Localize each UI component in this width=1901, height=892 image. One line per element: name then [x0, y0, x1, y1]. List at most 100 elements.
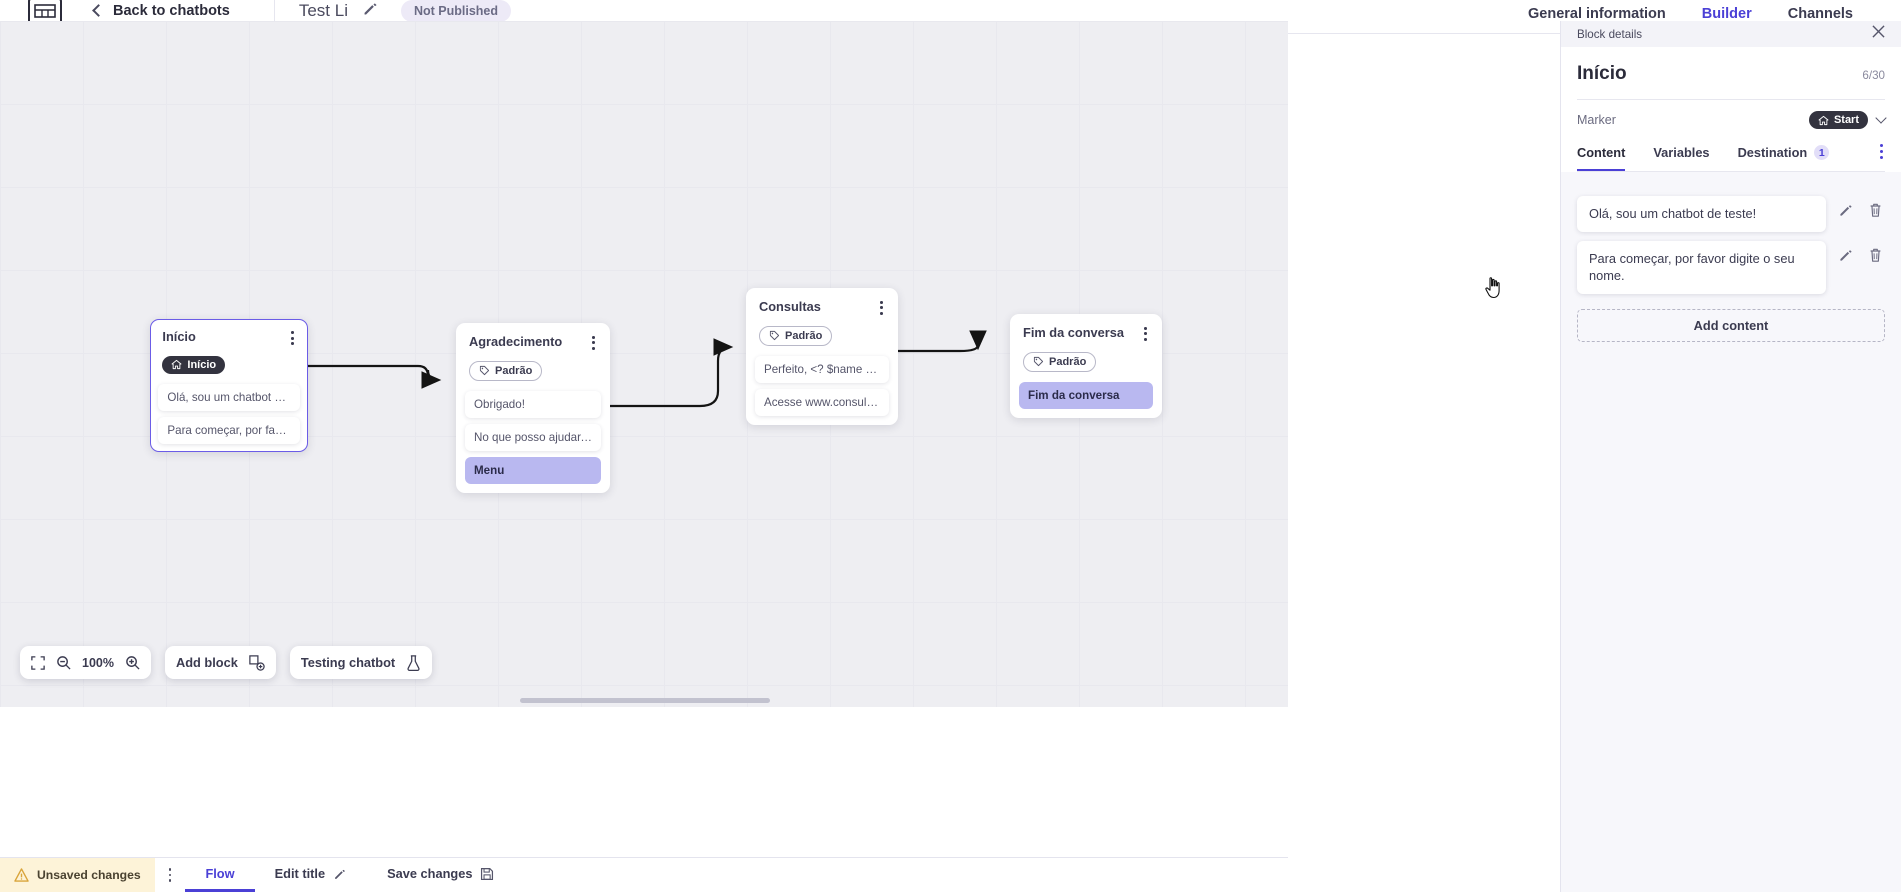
marker-label: Marker: [1577, 113, 1616, 127]
node-menu-icon[interactable]: [1141, 325, 1150, 343]
delete-content-trash-icon[interactable]: [1866, 241, 1885, 269]
node-marker-badge: Padrão: [469, 360, 543, 381]
content-item: Para começar, por favor digite o seu nom…: [1577, 241, 1885, 295]
marker-value-badge[interactable]: Start: [1808, 111, 1868, 129]
home-icon: [171, 360, 182, 370]
edit-title-pencil-icon[interactable]: [362, 0, 379, 22]
node-message[interactable]: Olá, sou um chatbot de teste!: [158, 383, 300, 411]
tab-destination-label: Destination: [1737, 145, 1808, 160]
flow-node-consultas[interactable]: Consultas Padrão Perfeito, <? $name ?>! …: [746, 288, 898, 425]
add-block-label: Add block: [175, 655, 238, 670]
bottom-more-icon[interactable]: [155, 858, 186, 892]
unsaved-changes-indicator: Unsaved changes: [0, 858, 155, 892]
status-badge: Not Published: [400, 0, 512, 22]
bottom-bar: Unsaved changes Flow Edit title Save cha…: [0, 857, 1288, 892]
block-details-panel: Block details Início 6/30 Marker Start: [1560, 21, 1901, 892]
node-message[interactable]: Obrigado!: [465, 390, 601, 418]
node-marker-label: Padrão: [1049, 355, 1087, 368]
node-message[interactable]: Fim da conversa: [1019, 381, 1153, 409]
horizontal-scrollbar[interactable]: [520, 698, 770, 703]
tab-content-label: Content: [1577, 145, 1626, 160]
node-header: Início: [158, 328, 299, 347]
tab-variables[interactable]: Variables: [1653, 141, 1709, 171]
mouse-cursor: [1484, 276, 1504, 305]
node-header: Fim da conversa: [1019, 324, 1153, 343]
node-title: Agradecimento: [469, 334, 563, 349]
delete-content-trash-icon[interactable]: [1866, 196, 1885, 224]
flow-canvas[interactable]: Início Início Olá, sou um chatbot de tes…: [0, 21, 1288, 707]
unsaved-changes-label: Unsaved changes: [37, 868, 141, 882]
node-header: Agradecimento: [465, 333, 601, 352]
node-marker-label: Padrão: [785, 329, 823, 342]
node-menu-icon[interactable]: [589, 334, 598, 352]
marker-control[interactable]: Start: [1808, 111, 1887, 129]
flask-icon[interactable]: [406, 654, 421, 671]
pencil-icon: [335, 869, 345, 879]
chevron-left-icon: [92, 4, 105, 17]
bottom-tab-flow[interactable]: Flow: [185, 858, 255, 892]
node-message[interactable]: No que posso ajudar, <? $name ...: [465, 423, 601, 451]
tag-icon: [479, 366, 490, 376]
app-logo-icon[interactable]: [28, 0, 62, 24]
zoom-level: 100%: [82, 655, 114, 670]
tab-destination[interactable]: Destination 1: [1738, 141, 1830, 171]
tab-general-information[interactable]: General information: [1528, 5, 1666, 22]
back-to-chatbots-button[interactable]: Back to chatbots: [92, 2, 230, 19]
close-icon[interactable]: [1872, 25, 1885, 43]
node-header: Consultas: [755, 298, 889, 317]
flow-node-fim-da-conversa[interactable]: Fim da conversa Padrão Fim da conversa: [1010, 314, 1162, 418]
divider: [273, 0, 275, 34]
tab-content[interactable]: Content: [1577, 141, 1626, 171]
content-text[interactable]: Olá, sou um chatbot de teste!: [1577, 196, 1826, 233]
block-counter: 6/30: [1862, 69, 1885, 82]
panel-tabs-more-icon[interactable]: [1878, 144, 1885, 168]
add-content-button[interactable]: Add content: [1577, 309, 1885, 343]
node-message[interactable]: Acesse www.consultas.com par...: [755, 388, 889, 416]
flow-node-agradecimento[interactable]: Agradecimento Padrão Obrigado! No que po…: [456, 323, 610, 493]
bottom-tab-flow-label: Flow: [205, 866, 235, 881]
tag-icon: [769, 331, 780, 341]
content-list: Olá, sou um chatbot de teste! Para começ…: [1561, 172, 1901, 295]
flow-edges: [308, 330, 987, 408]
node-message[interactable]: Para começar, por favor digite o ...: [158, 416, 300, 444]
zoom-out-icon[interactable]: [56, 655, 71, 670]
add-block-icon[interactable]: [249, 654, 265, 671]
node-title: Fim da conversa: [1023, 325, 1124, 340]
add-block-button[interactable]: Add block: [164, 646, 276, 679]
content-text[interactable]: Para começar, por favor digite o seu nom…: [1577, 241, 1826, 295]
fit-screen-icon[interactable]: [31, 655, 45, 670]
edit-content-pencil-icon[interactable]: [1836, 196, 1856, 224]
node-marker-badge: Padrão: [759, 325, 833, 346]
node-menu-icon[interactable]: [288, 329, 297, 347]
marker-row: Marker Start: [1577, 100, 1887, 141]
chevron-down-icon[interactable]: [1875, 112, 1887, 124]
node-marker-badge: Padrão: [1023, 351, 1097, 372]
bottom-tab-edit-title[interactable]: Edit title: [255, 858, 367, 892]
testing-chatbot-label: Testing chatbot: [300, 655, 396, 670]
marker-value-label: Start: [1833, 114, 1859, 126]
node-message-menu[interactable]: Menu: [465, 456, 601, 484]
back-to-chatbots-label: Back to chatbots: [113, 2, 230, 19]
zoom-in-icon[interactable]: [125, 655, 140, 670]
zoom-controls: 100%: [20, 646, 151, 679]
testing-chatbot-button[interactable]: Testing chatbot: [289, 646, 433, 679]
node-title: Consultas: [759, 299, 821, 314]
home-icon: [1818, 115, 1829, 125]
edit-content-pencil-icon[interactable]: [1836, 241, 1856, 269]
warning-triangle-icon: [14, 868, 29, 882]
node-marker-label: Padrão: [495, 364, 533, 377]
destination-count-badge: 1: [1814, 145, 1830, 160]
flow-node-inicio[interactable]: Início Início Olá, sou um chatbot de tes…: [150, 319, 308, 453]
tab-channels[interactable]: Channels: [1787, 5, 1853, 22]
node-message[interactable]: Perfeito, <? $name ?>!: [755, 355, 889, 383]
content-item: Olá, sou um chatbot de teste!: [1577, 196, 1885, 233]
panel-title-row: Início 6/30: [1577, 47, 1885, 99]
node-title: Início: [162, 329, 196, 345]
node-menu-icon[interactable]: [877, 299, 886, 317]
page-title: Início: [1577, 63, 1627, 84]
divider: [1577, 99, 1885, 100]
panel-tabs: Content Variables Destination 1: [1577, 141, 1885, 172]
panel-header-label: Block details: [1577, 27, 1643, 41]
bottom-tab-save-changes[interactable]: Save changes: [367, 858, 514, 892]
